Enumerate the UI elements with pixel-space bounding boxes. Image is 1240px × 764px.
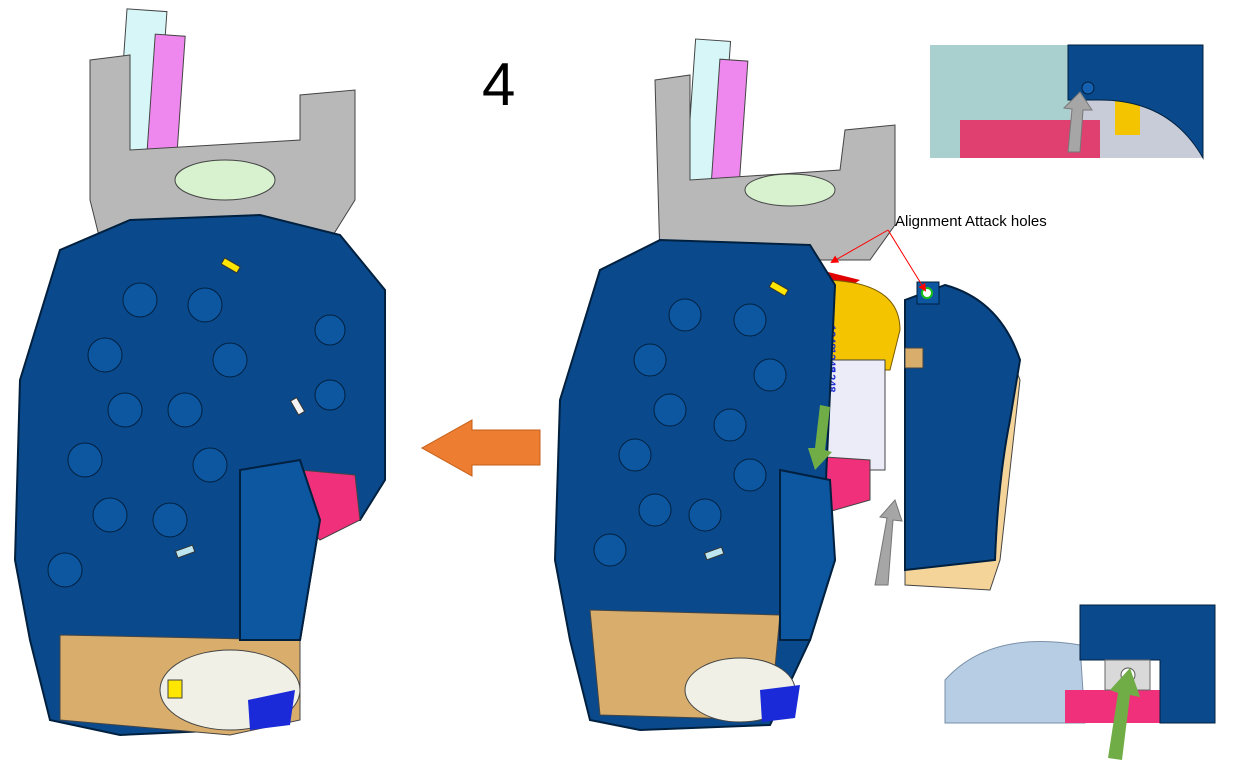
alignment-arrow-green-inset	[1108, 668, 1140, 760]
detail-inset-bottom	[944, 604, 1216, 760]
annotation-leaders	[830, 229, 927, 292]
alignment-holes-annotation: Alignment Attack holes	[895, 213, 1047, 230]
detail-inset-top	[930, 44, 1204, 160]
exploded-unit: 1248 1248 1248	[553, 38, 1022, 732]
alignment-arrow-green	[808, 405, 832, 470]
step-number: 4	[482, 51, 516, 118]
assembled-unit	[13, 8, 386, 737]
direction-arrow-orange	[420, 419, 541, 477]
alignment-arrow-gray	[874, 499, 903, 586]
